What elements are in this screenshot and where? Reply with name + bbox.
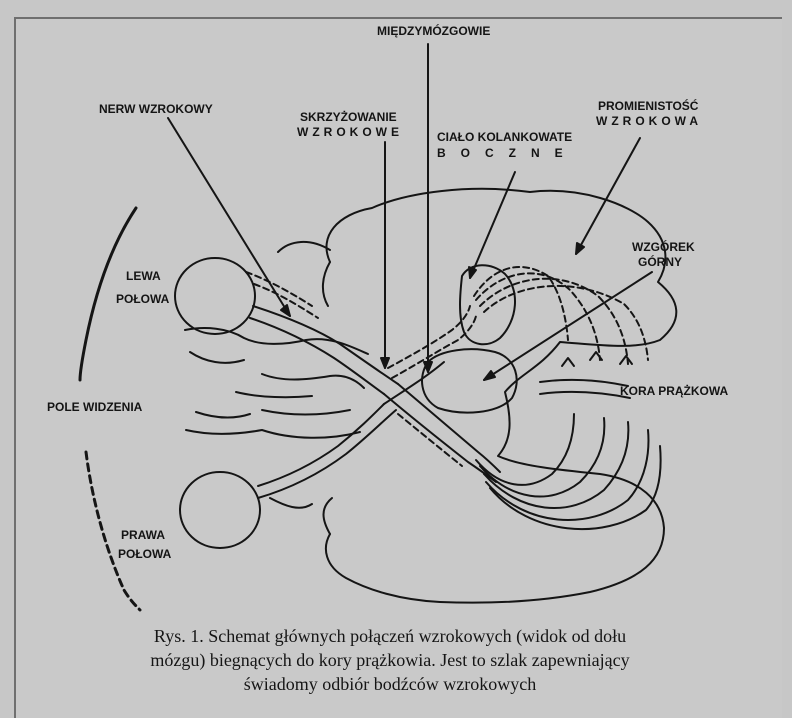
caption-line-3: świadomy odbiór bodźców wzrokowych [60,672,720,696]
chiasm-line-1 [384,394,496,482]
label-kora-prazkowa: KORA PRĄŻKOWA [620,384,728,398]
arrowhead-cialo [469,267,476,278]
figure-caption: Rys. 1. Schemat głównych połączeń wzroko… [60,624,720,696]
label-cialo-line1: CIAŁO KOLANKOWATE [437,130,572,144]
brain-lower-gyrus [270,498,332,534]
optic-nerve-left-inner [250,318,384,394]
label-promienistosc-line1: PROMIENISTOŚĆ [598,99,698,113]
label-nerw-wzrokowy: NERW WZROKOWY [99,102,213,116]
left-eye [175,258,255,334]
optic-nerve-right-inner [258,404,384,486]
caption-line-2: mózgu) biegnących do kory prążkowia. Jes… [60,648,720,672]
label-skrzyzowanie-line1: SKRZYŻOWANIE [300,110,397,124]
arrowhead-nerw [281,305,290,316]
right-eye [180,472,260,548]
temporal-fold-bottom [190,352,250,418]
chiasm-line-2 [398,384,500,472]
calcarine-line-1 [540,380,628,386]
temporal-fold-mid-1 [262,374,364,388]
optic-radiation-fiber-2 [480,279,628,364]
optic-nerve-left-outer [253,306,398,384]
fiber-endings [562,352,632,366]
superior-colliculus [422,349,517,412]
label-lewa-line2: POŁOWA [116,292,169,306]
brain-upper-gyrus [278,242,330,306]
label-wzgorek-line2: GÓRNY [638,255,682,269]
lower-fiber-5 [476,414,574,485]
dashed-tract-right-eye [398,414,462,466]
arrowhead-miedzymozgowie [424,362,432,372]
pointer-promienistosc [576,138,640,254]
label-lewa-line1: LEWA [126,269,161,283]
temporal-fold-upper [185,328,368,354]
label-cialo-line2: BOCZNE [437,146,578,160]
arrowhead-promienistosc [576,243,584,254]
caption-line-1: Rys. 1. Schemat głównych połączeń wzroko… [60,624,720,648]
lateral-geniculate-body [460,265,515,344]
arrowhead-skrzyzowanie [381,358,389,368]
dashed-tract-to-lgn [388,306,476,378]
arrowhead-wzgorek [484,371,495,380]
label-skrzyzowanie-line2: WZROKOWE [297,125,403,139]
calcarine-line-2 [540,392,630,398]
label-promienistosc-line2: WZROKOWA [596,114,702,128]
label-pole-widzenia: POLE WIDZENIA [47,400,142,414]
temporal-fold-mid-3 [262,410,350,415]
lower-fiber-4 [490,446,661,529]
temporal-fold-mid-2 [236,392,312,397]
label-prawa-line2: POŁOWA [118,547,171,561]
temporal-fold-lower [186,430,360,438]
label-wzgorek-line1: WZGÓREK [632,240,695,254]
label-prawa-line1: PRAWA [121,528,165,542]
label-miedzymozgowie: MIĘDZYMÓZGOWIE [377,24,490,38]
optic-radiation-fiber-3 [484,286,648,360]
pointer-nerw-wzrokowy [168,118,290,316]
